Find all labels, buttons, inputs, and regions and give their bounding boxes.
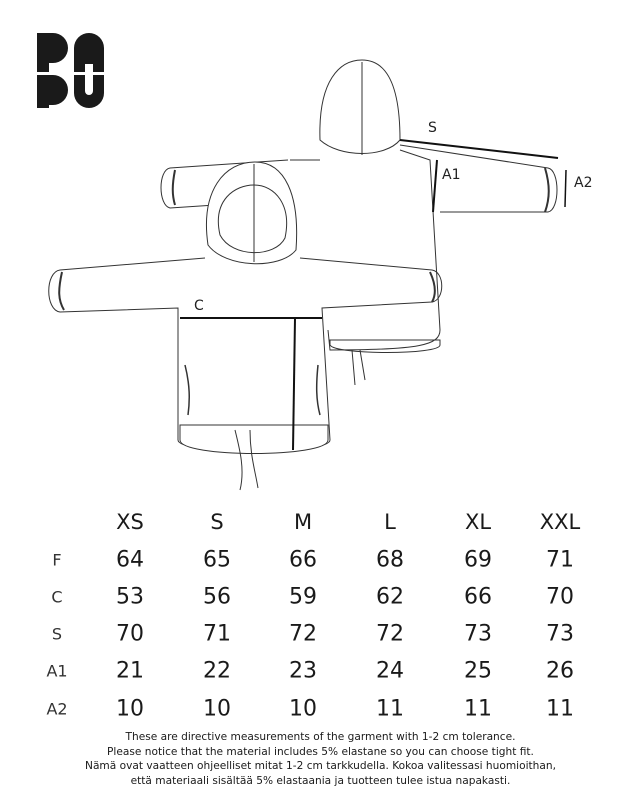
table-cell: 73 xyxy=(546,621,574,647)
papu-logo xyxy=(37,33,104,108)
size-header: XL xyxy=(464,510,492,534)
label-a2: A2 xyxy=(574,175,593,191)
table-cell: 23 xyxy=(289,658,317,684)
row-label: A2 xyxy=(46,699,68,719)
note-line: These are directive measurements of the … xyxy=(125,731,516,743)
table-cell: 64 xyxy=(116,547,144,573)
size-header: M xyxy=(293,510,313,534)
table-cell: 22 xyxy=(203,658,231,684)
measurement-notes: These are directive measurements of the … xyxy=(0,730,641,788)
table-cell: 68 xyxy=(376,547,404,573)
size-header: XXL xyxy=(539,510,581,534)
hoodie-diagram xyxy=(37,33,567,491)
row-label: S xyxy=(51,624,63,644)
label-a1: A1 xyxy=(442,167,461,183)
label-s: S xyxy=(428,120,437,136)
table-cell: 26 xyxy=(546,658,574,684)
size-header: L xyxy=(384,510,396,534)
table-cell: 66 xyxy=(289,547,317,573)
size-header: XS xyxy=(116,510,144,534)
table-cell: 11 xyxy=(546,696,574,722)
row-label: C xyxy=(51,587,63,607)
row-label: A1 xyxy=(46,661,68,681)
table-cell: 56 xyxy=(203,584,231,610)
table-cell: 70 xyxy=(116,621,144,647)
table-cell: 21 xyxy=(116,658,144,684)
label-c: C xyxy=(194,298,204,314)
row-label: F xyxy=(52,550,62,570)
note-line: Please notice that the material includes… xyxy=(107,745,534,758)
note-line: Nämä ovat vaatteen ohjeelliset mitat 1-2… xyxy=(85,760,556,772)
back-view xyxy=(160,59,558,386)
measure-lines xyxy=(180,139,567,451)
front-view xyxy=(48,161,443,491)
table-cell: 62 xyxy=(376,584,404,610)
table-cell: 72 xyxy=(376,621,404,647)
table-cell: 11 xyxy=(464,696,492,722)
table-cell: 65 xyxy=(203,547,231,573)
table-cell: 71 xyxy=(203,621,231,647)
table-cell: 10 xyxy=(203,696,231,722)
table-cell: 24 xyxy=(376,658,404,684)
size-header: S xyxy=(210,510,224,534)
table-cell: 66 xyxy=(464,584,492,610)
table-cell: 71 xyxy=(546,547,574,573)
note-line: että materiaali sisältää 5% elastaania j… xyxy=(130,774,511,787)
table-cell: 10 xyxy=(289,696,317,722)
table-cell: 69 xyxy=(464,547,492,573)
table-cell: 73 xyxy=(464,621,492,647)
table-cell: 25 xyxy=(464,658,492,684)
table-cell: 72 xyxy=(289,621,317,647)
table-cell: 10 xyxy=(116,696,144,722)
table-cell: 59 xyxy=(289,584,317,610)
table-cell: 70 xyxy=(546,584,574,610)
table-cell: 11 xyxy=(376,696,404,722)
table-cell: 53 xyxy=(116,584,144,610)
